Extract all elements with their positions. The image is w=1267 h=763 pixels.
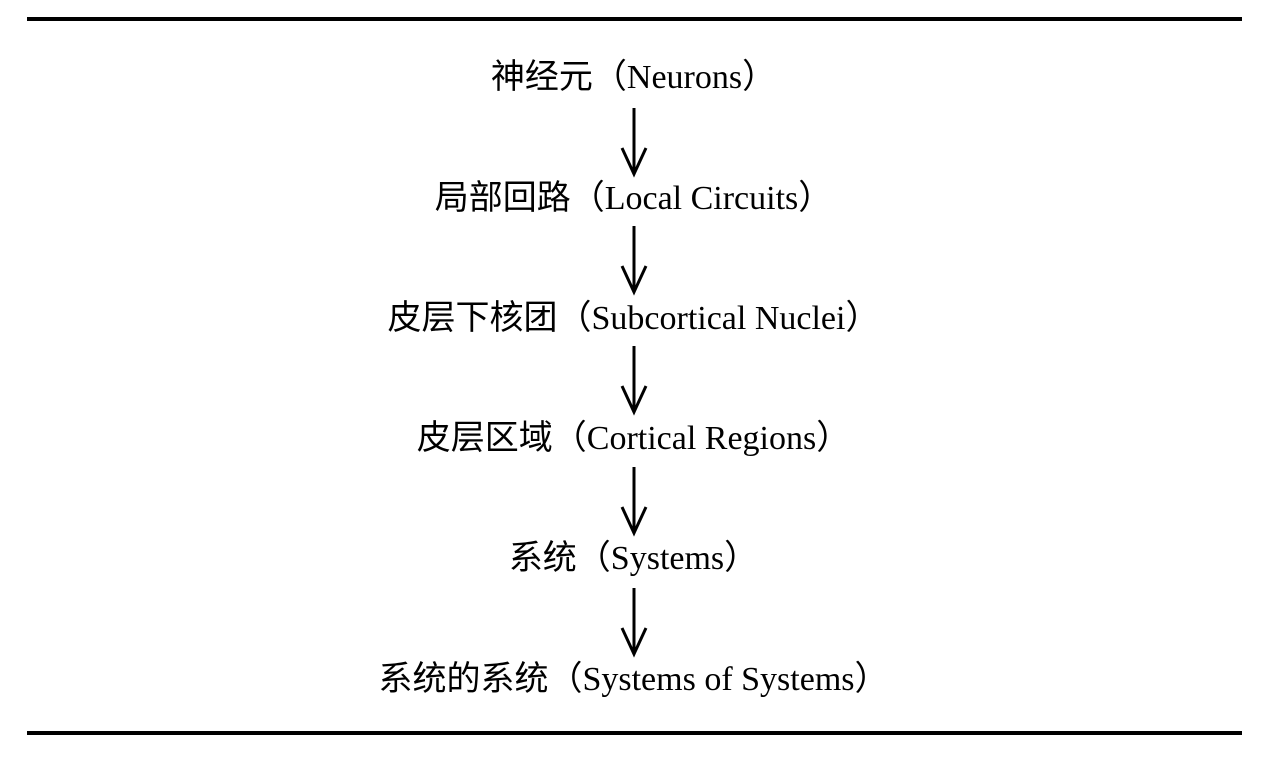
- level-label: 皮层区域（Cortical Regions）: [416, 420, 851, 457]
- level-systems-of-systems: 系统的系统（Systems of Systems）: [0, 660, 1267, 700]
- down-arrow-icon: [620, 467, 648, 537]
- top-rule: [27, 17, 1242, 21]
- down-arrow-icon: [620, 226, 648, 296]
- down-arrow-icon: [620, 108, 648, 178]
- down-arrow-icon: [620, 588, 648, 658]
- level-subcortical-nuclei: 皮层下核团（Subcortical Nuclei）: [0, 299, 1267, 339]
- level-local-circuits: 局部回路（Local Circuits）: [0, 179, 1267, 219]
- level-neurons: 神经元（Neurons）: [0, 58, 1267, 98]
- level-label: 系统的系统（Systems of Systems）: [378, 661, 889, 698]
- level-cortical-regions: 皮层区域（Cortical Regions）: [0, 419, 1267, 459]
- down-arrow-icon: [620, 346, 648, 416]
- level-label: 神经元（Neurons）: [490, 59, 777, 96]
- level-label: 系统（Systems）: [508, 540, 759, 577]
- level-label: 皮层下核团（Subcortical Nuclei）: [387, 300, 880, 337]
- level-systems: 系统（Systems）: [0, 539, 1267, 579]
- level-label: 局部回路（Local Circuits）: [434, 180, 833, 217]
- bottom-rule: [27, 731, 1242, 735]
